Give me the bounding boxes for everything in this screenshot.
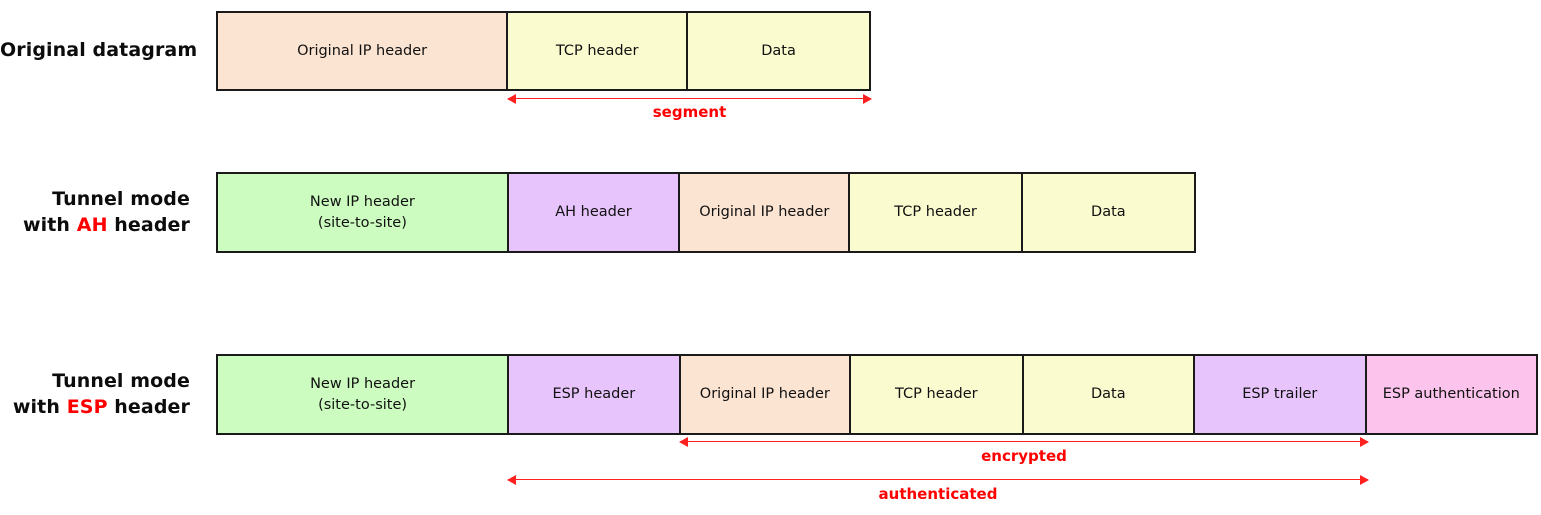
field-label: Data bbox=[761, 42, 796, 59]
row-label-line1: Original datagram bbox=[0, 39, 198, 61]
field-tcp-header: TCP header bbox=[508, 13, 689, 89]
row-label-line2-suffix: header bbox=[107, 396, 190, 418]
measure-shaft bbox=[680, 441, 1368, 442]
field-label: ESP header bbox=[552, 386, 636, 402]
row-label-line1: Tunnel mode bbox=[52, 370, 190, 392]
measure-shaft bbox=[508, 479, 1368, 480]
row-label-line2-suffix: header bbox=[107, 214, 190, 236]
row-label-line2-prefix: with bbox=[12, 396, 67, 418]
field-ah-header: AH header bbox=[508, 174, 681, 251]
field-label: New IP header bbox=[310, 375, 416, 392]
field-label: ESP authentication bbox=[1382, 386, 1520, 402]
row-label-line2-prefix: with bbox=[22, 214, 77, 236]
field-original-ip-header: Original IP header bbox=[680, 174, 851, 251]
packet-bar-original-datagram: Original IP header TCP header Data bbox=[216, 11, 871, 91]
field-new-ip-header: New IP header (site-to-site) bbox=[218, 174, 509, 251]
row-label-original-datagram: Original datagram bbox=[0, 37, 197, 63]
measure-arrow-segment bbox=[507, 93, 872, 104]
row-label-highlight-esp: ESP bbox=[66, 396, 108, 418]
arrowhead-right-icon bbox=[1360, 436, 1369, 447]
measure-label-authenticated: authenticated bbox=[878, 485, 998, 503]
row-label-tunnel-mode-ah: Tunnel mode with AH header bbox=[0, 186, 190, 238]
field-label: Data bbox=[1091, 204, 1126, 220]
measure-label-encrypted: encrypted bbox=[981, 447, 1067, 465]
field-label: TCP header bbox=[895, 386, 978, 402]
field-sublabel: (site-to-site) bbox=[317, 214, 407, 231]
field-label: TCP header bbox=[555, 42, 639, 59]
field-tcp-header: TCP header bbox=[851, 356, 1024, 433]
row-label-tunnel-mode-esp: Tunnel mode with ESP header bbox=[0, 368, 190, 420]
field-label: Original IP header bbox=[297, 42, 428, 59]
field-new-ip-header: New IP header (site-to-site) bbox=[218, 356, 510, 433]
field-label: ESP trailer bbox=[1242, 386, 1318, 402]
measure-arrow-authenticated bbox=[507, 474, 1369, 485]
field-esp-authentication: ESP authentication bbox=[1366, 356, 1537, 433]
arrowhead-left-icon bbox=[507, 474, 516, 485]
arrowhead-right-icon bbox=[863, 93, 872, 104]
field-data: Data bbox=[688, 13, 869, 89]
packet-bar-tunnel-mode-ah: New IP header (site-to-site) AH header O… bbox=[216, 172, 1196, 253]
field-original-ip-header: Original IP header bbox=[218, 13, 509, 89]
arrowhead-left-icon bbox=[679, 436, 688, 447]
field-label: AH header bbox=[555, 204, 632, 220]
field-label: Data bbox=[1090, 386, 1126, 402]
field-tcp-header: TCP header bbox=[850, 174, 1023, 251]
field-original-ip-header: Original IP header bbox=[680, 356, 852, 433]
row-label-line1: Tunnel mode bbox=[52, 188, 190, 210]
field-sublabel: (site-to-site) bbox=[318, 396, 408, 413]
field-esp-trailer: ESP trailer bbox=[1195, 356, 1367, 433]
field-data: Data bbox=[1023, 356, 1196, 433]
arrowhead-left-icon bbox=[507, 93, 516, 104]
row-label-highlight-ah: AH bbox=[76, 214, 108, 236]
field-label: Original IP header bbox=[699, 386, 830, 402]
measure-shaft bbox=[508, 98, 871, 99]
arrowhead-right-icon bbox=[1360, 474, 1369, 485]
measure-arrow-encrypted bbox=[679, 436, 1369, 447]
field-label: TCP header bbox=[894, 204, 977, 220]
field-label: New IP header bbox=[309, 193, 415, 210]
packet-bar-tunnel-mode-esp: New IP header (site-to-site) ESP header … bbox=[216, 354, 1538, 435]
measure-label-segment: segment bbox=[652, 103, 727, 121]
field-label: Original IP header bbox=[699, 204, 830, 220]
field-esp-header: ESP header bbox=[509, 356, 681, 433]
field-data: Data bbox=[1022, 174, 1194, 251]
